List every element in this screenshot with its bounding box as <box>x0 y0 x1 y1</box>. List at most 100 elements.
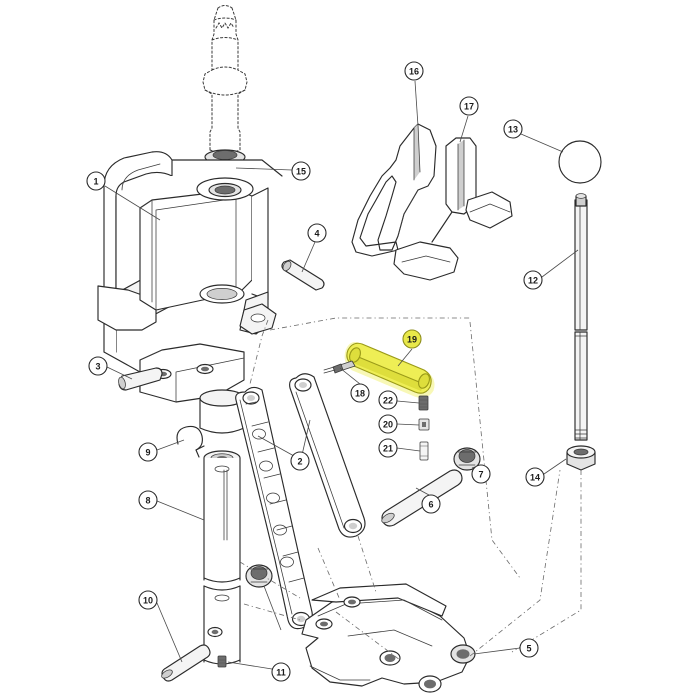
callout-label-22: 22 <box>383 396 393 406</box>
leader-18 <box>339 367 361 385</box>
callout-label-1: 1 <box>93 177 98 187</box>
callout-bubble-16[interactable]: 16 <box>404 61 424 81</box>
leader-1 <box>104 185 161 221</box>
callout-circle-15[interactable] <box>291 161 311 181</box>
callout-label-4: 4 <box>314 229 319 239</box>
callout-circle-17[interactable] <box>459 96 479 116</box>
callout-leader-lines <box>104 80 579 670</box>
callout-label-16: 16 <box>409 67 419 77</box>
callout-label-5: 5 <box>526 644 531 654</box>
callout-bubble-12[interactable]: 12 <box>523 270 543 290</box>
callout-circle-6[interactable] <box>421 494 441 514</box>
callout-bubble-2[interactable]: 2 <box>290 451 310 471</box>
callout-label-20: 20 <box>383 420 393 430</box>
callout-circle-18[interactable] <box>350 383 370 403</box>
callout-circle-8[interactable] <box>138 490 158 510</box>
callout-label-7: 7 <box>478 470 483 480</box>
callout-bubble-5[interactable]: 5 <box>519 638 539 658</box>
leader-10 <box>156 602 183 663</box>
callout-bubble-6[interactable]: 6 <box>421 494 441 514</box>
leader-9 <box>156 439 185 451</box>
assembly-construction-lines <box>239 317 582 661</box>
callout-bubble-20[interactable]: 20 <box>378 414 398 434</box>
pin-part-3 <box>118 367 163 391</box>
callout-bubble-7[interactable]: 7 <box>471 464 491 484</box>
ball-knob-part-13 <box>558 140 602 184</box>
callout-circle-22[interactable] <box>378 390 398 410</box>
leader-2b <box>301 419 311 456</box>
leader-4 <box>301 241 316 273</box>
lock-collar-part-7-upper <box>453 447 481 471</box>
callout-bubble-4[interactable]: 4 <box>307 223 327 243</box>
callout-label-13: 13 <box>508 125 518 135</box>
callout-label-6: 6 <box>428 500 433 510</box>
callout-bubble-21[interactable]: 21 <box>378 438 398 458</box>
callout-circle-13[interactable] <box>503 119 523 139</box>
callout-bubble-3[interactable]: 3 <box>88 356 108 376</box>
callout-label-18: 18 <box>355 389 365 399</box>
leader-16 <box>414 80 419 127</box>
hardware-bolt-part-22 <box>418 395 429 411</box>
callout-circle-7[interactable] <box>471 464 491 484</box>
callout-circle-20[interactable] <box>378 414 398 434</box>
retaining-clip-part-9 <box>176 425 205 458</box>
main-frame-bracket-part-1 <box>97 151 283 435</box>
callout-circle-11[interactable] <box>271 662 291 682</box>
callout-bubble-14[interactable]: 14 <box>525 467 545 487</box>
callout-bubble-1[interactable]: 1 <box>86 171 106 191</box>
callout-bubble-22[interactable]: 22 <box>378 390 398 410</box>
callout-label-10: 10 <box>143 596 153 606</box>
callout-bubble-10[interactable]: 10 <box>138 590 158 610</box>
leader-2a <box>257 435 295 457</box>
callout-circle-21[interactable] <box>378 438 398 458</box>
callout-label-2: 2 <box>297 457 302 467</box>
callout-circle-9[interactable] <box>138 442 158 462</box>
callout-circle-5[interactable] <box>519 638 539 658</box>
lock-collar-part-7-lower <box>245 564 273 588</box>
callout-bubble-15[interactable]: 15 <box>291 161 311 181</box>
callout-bubble-8[interactable]: 8 <box>138 490 158 510</box>
callout-circle-19[interactable] <box>402 329 422 349</box>
leader-13 <box>520 133 564 153</box>
callout-circle-4[interactable] <box>307 223 327 243</box>
leader-5 <box>473 647 521 655</box>
leader-15 <box>235 167 293 171</box>
callout-bubble-19[interactable]: 19 <box>402 329 422 349</box>
callout-circle-16[interactable] <box>404 61 424 81</box>
leader-22 <box>396 400 420 404</box>
hardware-spacer-part-21 <box>419 441 429 461</box>
leader-3 <box>106 366 133 380</box>
callout-circle-1[interactable] <box>86 171 106 191</box>
leader-17 <box>459 115 469 143</box>
callout-circle-2[interactable] <box>290 451 310 471</box>
callout-label-12: 12 <box>528 276 538 286</box>
link-arm-a-part-2 <box>235 386 313 630</box>
callout-bubble-11[interactable]: 11 <box>271 662 291 682</box>
callout-label-21: 21 <box>383 444 393 454</box>
leader-7b <box>263 585 282 631</box>
highlighted-tie-link-part-19 <box>344 342 435 398</box>
callout-circle-14[interactable] <box>525 467 545 487</box>
leader-21 <box>396 447 421 452</box>
callout-circle-10[interactable] <box>138 590 158 610</box>
callout-circle-3[interactable] <box>88 356 108 376</box>
phantom-spindle <box>202 5 248 154</box>
callout-label-11: 11 <box>276 668 286 678</box>
pin-lower-part-10 <box>161 644 211 682</box>
hardware-washer-part-20 <box>418 418 430 431</box>
callout-label-3: 3 <box>95 362 100 372</box>
callout-bubble-17[interactable]: 17 <box>459 96 479 116</box>
pedal-assembly-parts-16-17 <box>351 123 513 281</box>
callout-bubble-9[interactable]: 9 <box>138 442 158 462</box>
callout-circle-12[interactable] <box>523 270 543 290</box>
callout-bubble-13[interactable]: 13 <box>503 119 523 139</box>
callout-label-8: 8 <box>145 496 150 506</box>
leader-6 <box>415 487 430 496</box>
leader-11 <box>227 661 273 670</box>
control-rod-part-12 <box>574 193 588 441</box>
pin-part-4 <box>281 259 325 291</box>
callout-bubble-18[interactable]: 18 <box>350 383 370 403</box>
